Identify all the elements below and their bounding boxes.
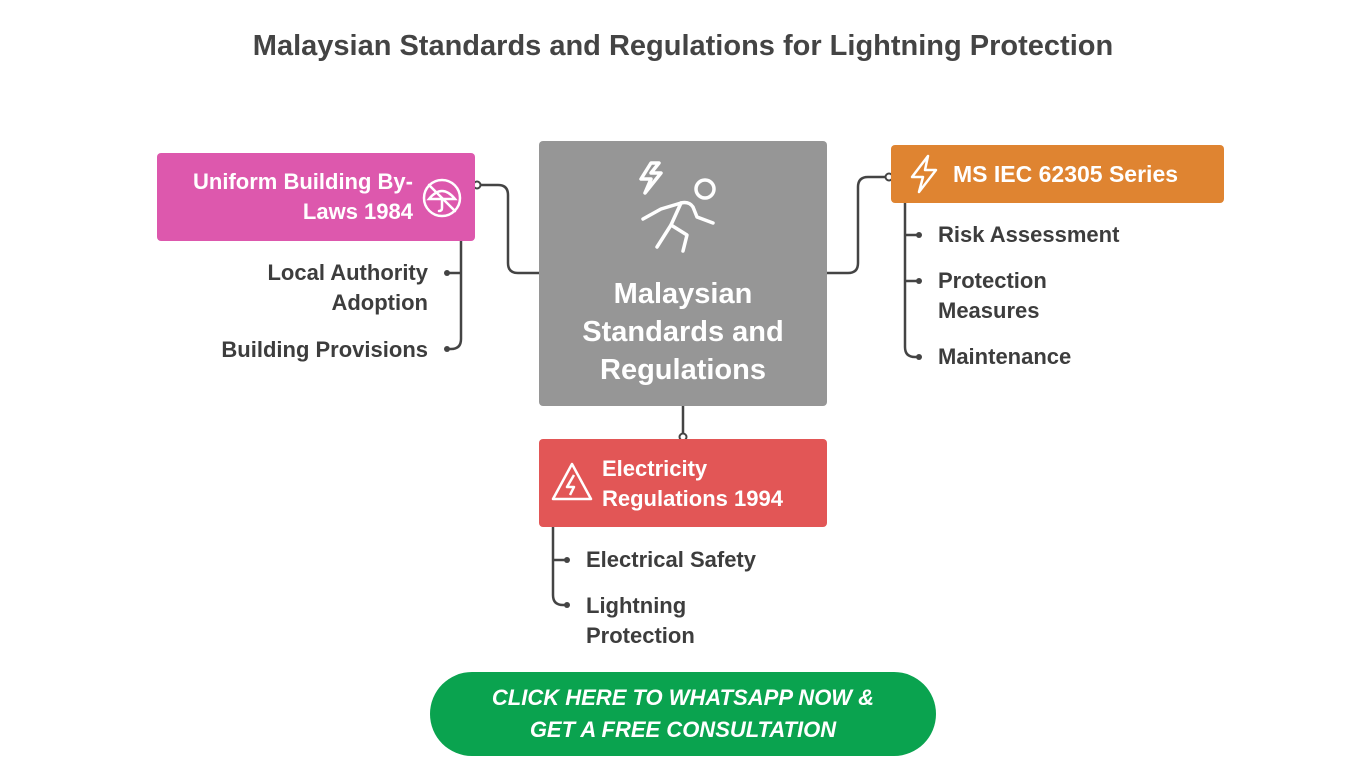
connector-left-items bbox=[445, 239, 463, 351]
whatsapp-consultation-button[interactable]: CLICK HERE TO WHATSAPP NOW & GET A FREE … bbox=[430, 672, 936, 756]
list-item-local-authority-adoption: Local Authority Adoption bbox=[267, 260, 428, 315]
bullet-dot bbox=[916, 232, 922, 238]
list-item-protection-measures: Protection Measures bbox=[938, 268, 1047, 323]
list-item-electrical-safety: Electrical Safety bbox=[586, 547, 756, 572]
branch-ms-iec-62305: MS IEC 62305 Series bbox=[891, 145, 1224, 203]
branch-bottom-label: Electricity Regulations 1994 bbox=[602, 456, 783, 511]
connector-center-right bbox=[825, 175, 891, 275]
center-node: Malaysian Standards and Regulations bbox=[539, 141, 827, 406]
branch-uniform-building-by-laws: Uniform Building By-Laws 1984 bbox=[157, 153, 475, 241]
bullet-dot bbox=[916, 354, 922, 360]
bullet-dot bbox=[564, 602, 570, 608]
list-item-building-provisions: Building Provisions bbox=[221, 337, 428, 362]
lightning-bolt-icon bbox=[906, 154, 942, 199]
lightning-strike-person-icon bbox=[637, 159, 729, 260]
branch-right-label: MS IEC 62305 Series bbox=[953, 161, 1179, 187]
cta-line-1: CLICK HERE TO WHATSAPP NOW & bbox=[491, 685, 875, 710]
bullet-dot bbox=[916, 278, 922, 284]
bullet-dot bbox=[444, 346, 450, 352]
branch-left-label: Uniform Building By-Laws 1984 bbox=[193, 169, 413, 224]
branch-electricity-regulations: Electricity Regulations 1994 bbox=[539, 439, 827, 527]
center-node-label: Malaysian Standards and Regulations bbox=[582, 278, 784, 386]
no-umbrella-icon bbox=[421, 177, 463, 224]
connector-center-left bbox=[475, 183, 541, 275]
list-item-lightning-protection: Lightning Protection bbox=[586, 593, 695, 648]
connector-bottom-items bbox=[551, 525, 569, 607]
list-item-risk-assessment: Risk Assessment bbox=[938, 222, 1120, 247]
bullet-dot bbox=[564, 557, 570, 563]
electric-warning-icon bbox=[551, 461, 593, 508]
list-item-maintenance: Maintenance bbox=[938, 344, 1072, 369]
bullet-dot bbox=[444, 270, 450, 276]
cta-line-2: GET A FREE CONSULTATION bbox=[529, 717, 837, 742]
diagram-title: Malaysian Standards and Regulations for … bbox=[252, 30, 1114, 62]
